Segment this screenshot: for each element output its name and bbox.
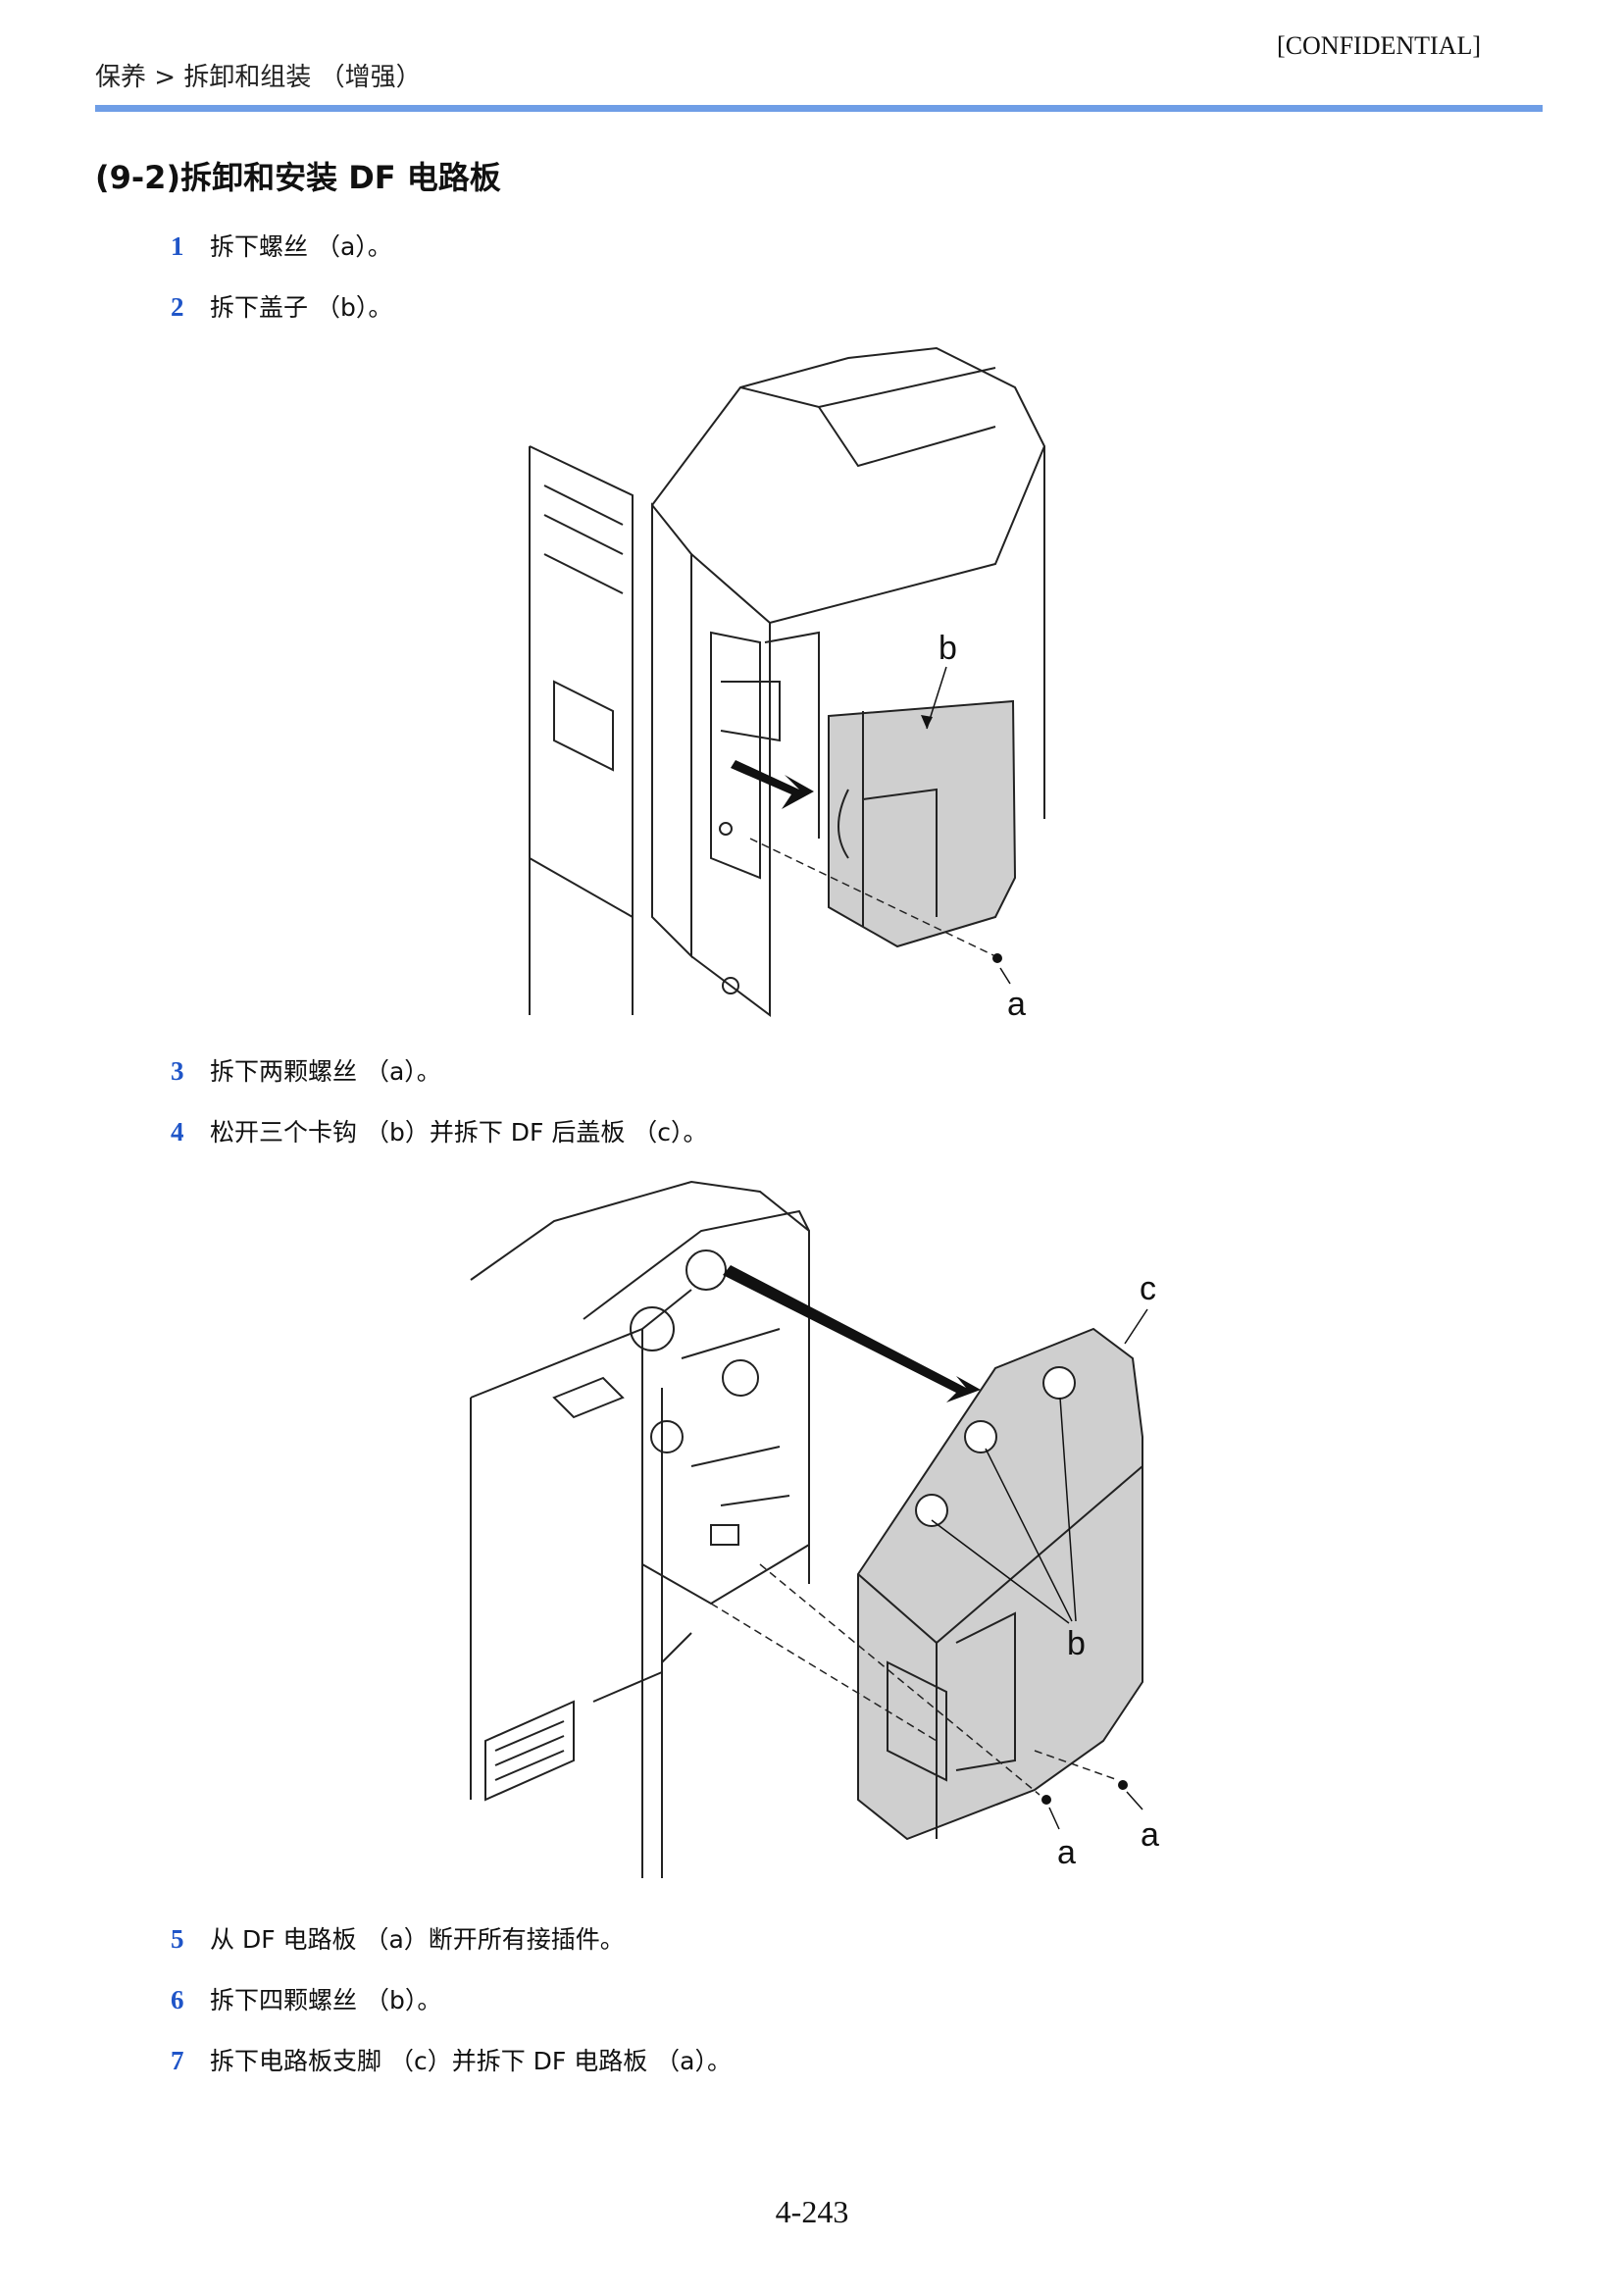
step-number: 1 <box>171 231 184 261</box>
callout-a: a <box>1007 986 1026 1023</box>
step-text: 拆下螺丝 （a）。 <box>210 232 392 261</box>
step-6: 6 拆下四颗螺丝 （b）。 <box>171 1981 441 2016</box>
callout-a: a <box>1057 1834 1076 1871</box>
step-text: 拆下电路板支脚 （c）并拆下 DF 电路板 （a）。 <box>210 2047 732 2075</box>
step-4: 4 松开三个卡钩 （b）并拆下 DF 后盖板 （c）。 <box>171 1113 708 1148</box>
step-5: 5 从 DF 电路板 （a）断开所有接插件。 <box>171 1920 625 1956</box>
figure-remove-cover: b a <box>525 329 1074 1025</box>
section-title: (9-2)拆卸和安装 DF 电路板 <box>95 159 501 196</box>
callout-a: a <box>1141 1816 1159 1854</box>
step-number: 2 <box>171 292 184 322</box>
step-text: 松开三个卡钩 （b）并拆下 DF 后盖板 （c）。 <box>210 1118 708 1147</box>
confidential-label: [CONFIDENTIAL] <box>1277 31 1481 60</box>
header-divider <box>95 105 1543 112</box>
step-3: 3 拆下两颗螺丝 （a）。 <box>171 1052 441 1088</box>
figure-remove-rear-cover: c b a a <box>466 1172 1211 1888</box>
callout-c: c <box>1140 1270 1156 1307</box>
callout-b: b <box>939 630 957 667</box>
step-text: 拆下盖子 （b）。 <box>210 293 393 322</box>
step-number: 7 <box>171 2046 184 2075</box>
step-2: 2 拆下盖子 （b）。 <box>171 288 392 324</box>
step-text: 拆下两颗螺丝 （a）。 <box>210 1057 441 1086</box>
step-number: 5 <box>171 1924 184 1954</box>
step-1: 1 拆下螺丝 （a）。 <box>171 228 392 263</box>
callout-b: b <box>1067 1625 1086 1662</box>
step-number: 4 <box>171 1117 184 1147</box>
breadcrumb: 保养 > 拆卸和组装 （增强） <box>95 63 422 92</box>
step-text: 从 DF 电路板 （a）断开所有接插件。 <box>210 1925 625 1954</box>
step-7: 7 拆下电路板支脚 （c）并拆下 DF 电路板 （a）。 <box>171 2042 732 2077</box>
step-number: 6 <box>171 1985 184 2014</box>
step-text: 拆下四颗螺丝 （b）。 <box>210 1986 442 2014</box>
page-number: 4-243 <box>775 2194 849 2229</box>
step-number: 3 <box>171 1056 184 1086</box>
